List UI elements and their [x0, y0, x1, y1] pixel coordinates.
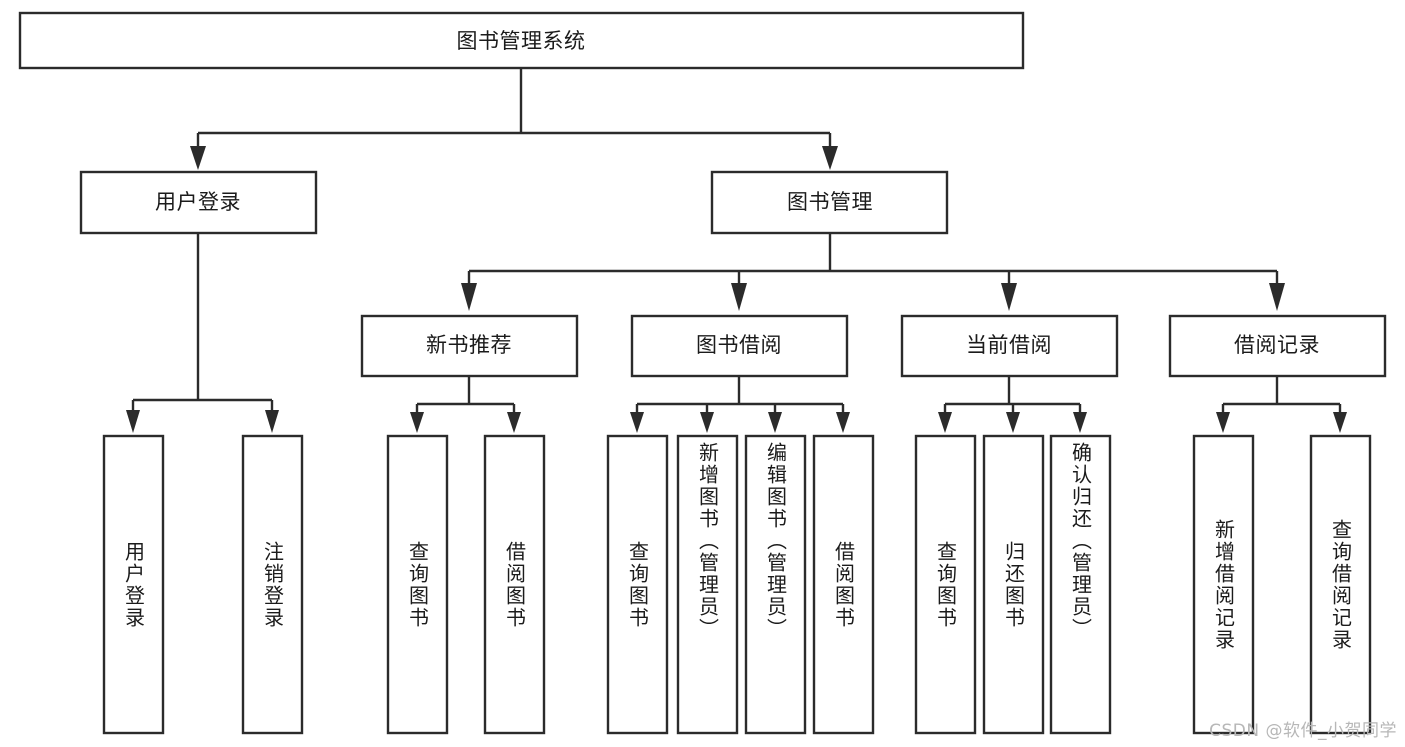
arrow-head-bb-add-book: [700, 412, 714, 433]
node-borrow-record[interactable]: 借阅记录: [1168, 314, 1387, 378]
node-user-login[interactable]: 用户登录: [79, 170, 318, 235]
connectors-book-borrow-to-leaves: [630, 376, 850, 433]
leaf-box-cb-confirm-return[interactable]: [1049, 434, 1112, 735]
arrow-head-new-book: [461, 283, 477, 311]
leaf-box-bb-edit-book[interactable]: [744, 434, 807, 735]
connectors-current-borrow-to-leaves: [938, 376, 1087, 433]
node-current-borrow-box: [900, 314, 1119, 378]
node-new-book-recommend-label: 新书推荐: [426, 333, 512, 357]
leaf-box-cb-query-book[interactable]: [914, 434, 977, 735]
csdn-watermark: CSDN @软件_小贺同学: [1209, 721, 1397, 741]
node-root-label: 图书管理系统: [457, 29, 586, 53]
arrow-head-br-add-record: [1216, 412, 1230, 433]
connectors-root-to-level2: [190, 68, 838, 170]
node-root-box: [18, 11, 1025, 70]
connectors-user-login-to-leaves: [126, 234, 279, 433]
node-current-borrow-label: 当前借阅: [966, 333, 1052, 357]
node-book-management-label: 图书管理: [787, 190, 873, 214]
arrow-head-bb-borrow-book: [836, 412, 850, 433]
node-root-system[interactable]: 图书管理系统: [18, 11, 1025, 70]
leaf-boxes: [102, 434, 1372, 735]
connectors-book-mgmt-to-level3: [461, 234, 1285, 311]
arrow-head-book-borrow: [731, 283, 747, 311]
arrow-head-nb-query-book: [410, 412, 424, 433]
node-new-book-recommend[interactable]: 新书推荐: [360, 314, 579, 378]
arrow-head-bb-query-book: [630, 412, 644, 433]
leaf-box-bb-query-book[interactable]: [606, 434, 669, 735]
leaf-box-logout[interactable]: [241, 434, 304, 735]
arrow-head-br-query-record: [1333, 412, 1347, 433]
arrow-head-user-login: [190, 146, 206, 170]
node-user-login-label: 用户登录: [155, 190, 241, 214]
leaf-box-br-query-record[interactable]: [1309, 434, 1372, 735]
arrow-head-book-mgmt: [822, 146, 838, 170]
leaf-box-cb-return-book[interactable]: [982, 434, 1045, 735]
node-borrow-record-label: 借阅记录: [1234, 333, 1320, 357]
node-book-borrow[interactable]: 图书借阅: [630, 314, 849, 378]
arrow-head-current-borrow: [1001, 283, 1017, 311]
node-current-borrow[interactable]: 当前借阅: [900, 314, 1119, 378]
leaf-box-nb-query-book[interactable]: [386, 434, 449, 735]
arrow-head-leaf-user-login: [126, 410, 140, 433]
arrow-head-cb-return-book: [1006, 412, 1020, 433]
node-new-book-recommend-box: [360, 314, 579, 378]
arrow-head-bb-edit-book: [768, 412, 782, 433]
node-user-login-box: [79, 170, 318, 235]
connectors-borrow-record-to-leaves: [1216, 376, 1347, 433]
arrow-head-borrow-record: [1269, 283, 1285, 311]
arrow-head-cb-confirm-return: [1073, 412, 1087, 433]
node-book-management[interactable]: 图书管理: [710, 170, 949, 235]
node-book-borrow-box: [630, 314, 849, 378]
arrow-head-nb-borrow-book: [507, 412, 521, 433]
leaf-box-nb-borrow-book[interactable]: [483, 434, 546, 735]
arrow-head-leaf-logout: [265, 410, 279, 433]
leaf-box-br-add-record[interactable]: [1192, 434, 1255, 735]
node-book-management-box: [710, 170, 949, 235]
leaf-box-bb-borrow-book[interactable]: [812, 434, 875, 735]
connectors-new-book-to-leaves: [410, 376, 521, 433]
leaf-box-bb-add-book[interactable]: [676, 434, 739, 735]
leaf-box-user-login[interactable]: [102, 434, 165, 735]
node-book-borrow-label: 图书借阅: [696, 333, 782, 357]
arrow-head-cb-query-book: [938, 412, 952, 433]
node-borrow-record-box: [1168, 314, 1387, 378]
